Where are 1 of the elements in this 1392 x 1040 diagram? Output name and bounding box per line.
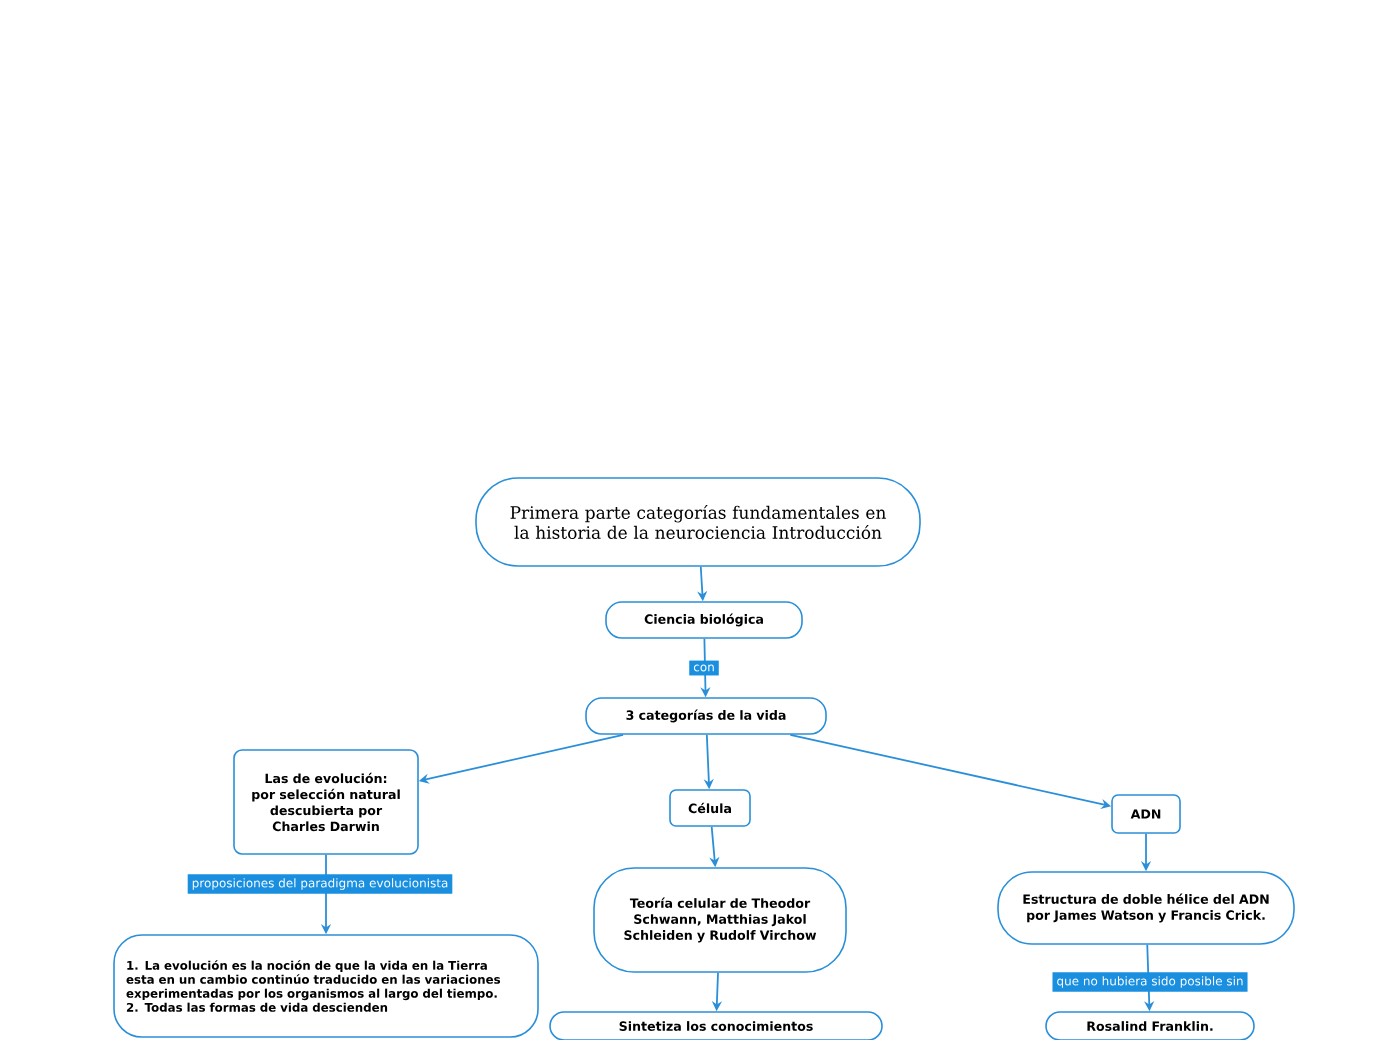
title-box: Primera parte categorías fundamentales en la historia de la neurociencia Introducción [475,477,921,567]
